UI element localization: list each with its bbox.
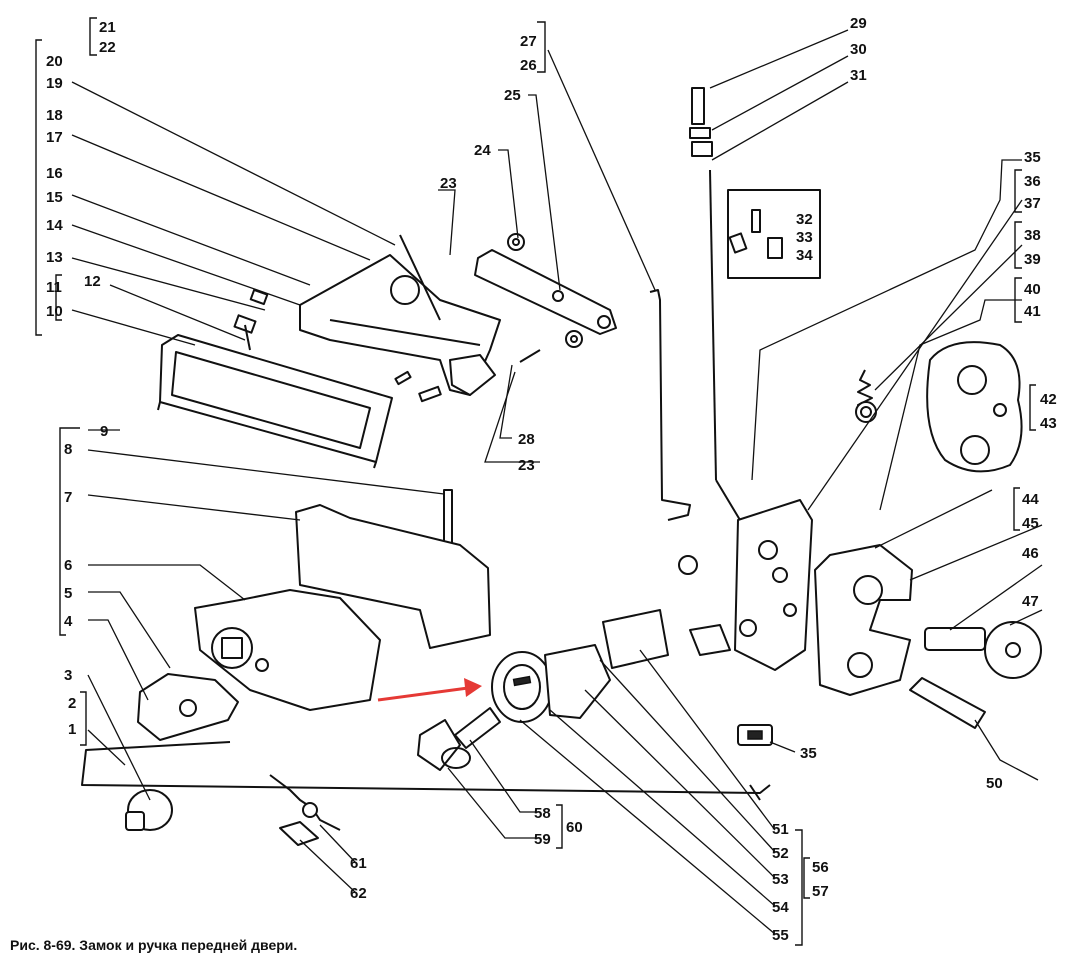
label-7: 7 bbox=[64, 489, 72, 506]
label-50: 50 bbox=[986, 775, 1003, 792]
label-26: 26 bbox=[520, 57, 537, 74]
striker-bolt bbox=[909, 621, 1042, 729]
label-30: 30 bbox=[850, 41, 867, 58]
rod-29-31 bbox=[689, 87, 741, 521]
label-21: 21 bbox=[99, 19, 116, 36]
label-59: 59 bbox=[534, 831, 551, 848]
label-32: 32 bbox=[796, 211, 813, 228]
label-2: 2 bbox=[68, 695, 76, 712]
label-31: 31 bbox=[850, 67, 867, 84]
lock-body bbox=[678, 499, 813, 671]
label-44: 44 bbox=[1022, 491, 1039, 508]
label-29: 29 bbox=[850, 15, 867, 32]
label-27: 27 bbox=[520, 33, 537, 50]
label-53: 53 bbox=[772, 871, 789, 888]
label-14: 14 bbox=[46, 217, 63, 234]
label-57: 57 bbox=[812, 883, 829, 900]
label-51: 51 bbox=[772, 821, 789, 838]
clip-set-32-34 bbox=[727, 189, 821, 279]
label-23-bottom: 23 bbox=[518, 457, 535, 474]
knob-3 bbox=[125, 789, 173, 831]
number-labels: 21 22 20 19 18 17 16 15 14 13 12 11 10 2… bbox=[46, 15, 1057, 944]
label-10: 10 bbox=[46, 303, 63, 320]
clip-62 bbox=[279, 821, 319, 846]
label-18: 18 bbox=[46, 107, 63, 124]
label-12: 12 bbox=[84, 273, 101, 290]
label-9: 9 bbox=[100, 423, 108, 440]
label-62: 62 bbox=[350, 885, 367, 902]
lock-cylinder bbox=[491, 609, 669, 723]
label-61: 61 bbox=[350, 855, 367, 872]
handle-lever-mechanism bbox=[233, 234, 501, 403]
label-34: 34 bbox=[796, 247, 813, 264]
label-43: 43 bbox=[1040, 415, 1057, 432]
label-16: 16 bbox=[46, 165, 63, 182]
label-55: 55 bbox=[772, 927, 789, 944]
label-13: 13 bbox=[46, 249, 63, 266]
label-11: 11 bbox=[46, 279, 62, 296]
label-58: 58 bbox=[534, 805, 551, 822]
label-46: 46 bbox=[1022, 545, 1039, 562]
lever-25 bbox=[474, 233, 617, 363]
label-22: 22 bbox=[99, 39, 116, 56]
label-52: 52 bbox=[772, 845, 789, 862]
label-35-bottom: 35 bbox=[800, 745, 817, 762]
label-8: 8 bbox=[64, 441, 72, 458]
label-38: 38 bbox=[1024, 227, 1041, 244]
label-1: 1 bbox=[68, 721, 76, 738]
pointer-arrow bbox=[377, 678, 482, 702]
label-25: 25 bbox=[504, 87, 521, 104]
label-47: 47 bbox=[1022, 593, 1039, 610]
label-20: 20 bbox=[46, 53, 63, 70]
spring-36-37 bbox=[855, 369, 877, 423]
label-5: 5 bbox=[64, 585, 72, 602]
label-23-top: 23 bbox=[440, 175, 457, 192]
label-17: 17 bbox=[46, 129, 63, 146]
label-33: 33 bbox=[796, 229, 813, 246]
label-56: 56 bbox=[812, 859, 829, 876]
label-40: 40 bbox=[1024, 281, 1041, 298]
parts-drawing bbox=[81, 87, 1042, 846]
label-4: 4 bbox=[64, 613, 73, 630]
leader-lines bbox=[71, 29, 1043, 935]
label-37: 37 bbox=[1024, 195, 1041, 212]
label-24: 24 bbox=[474, 142, 491, 159]
label-6: 6 bbox=[64, 557, 72, 574]
rotor-40-43 bbox=[926, 341, 1023, 473]
label-41: 41 bbox=[1024, 303, 1041, 320]
spring-61 bbox=[269, 774, 341, 831]
figure-caption: Рис. 8-69. Замок и ручка передней двери. bbox=[10, 937, 297, 953]
label-36: 36 bbox=[1024, 173, 1041, 190]
label-15: 15 bbox=[46, 189, 63, 206]
rod-26-27 bbox=[649, 289, 691, 521]
label-19: 19 bbox=[46, 75, 63, 92]
label-54: 54 bbox=[772, 899, 789, 916]
label-35-top: 35 bbox=[1024, 149, 1041, 166]
label-3: 3 bbox=[64, 667, 72, 684]
inner-handle-assembly bbox=[194, 489, 491, 711]
label-39: 39 bbox=[1024, 251, 1041, 268]
label-45: 45 bbox=[1022, 515, 1039, 532]
key-58-60 bbox=[417, 707, 501, 771]
striker-plate bbox=[814, 544, 913, 696]
outer-handle-frame bbox=[157, 334, 393, 469]
label-60: 60 bbox=[566, 819, 583, 836]
lever-4-5 bbox=[137, 673, 239, 741]
label-42: 42 bbox=[1040, 391, 1057, 408]
brackets bbox=[35, 17, 1036, 946]
clip-35 bbox=[737, 724, 773, 746]
rod-1-2 bbox=[81, 741, 771, 801]
label-28: 28 bbox=[518, 431, 535, 448]
